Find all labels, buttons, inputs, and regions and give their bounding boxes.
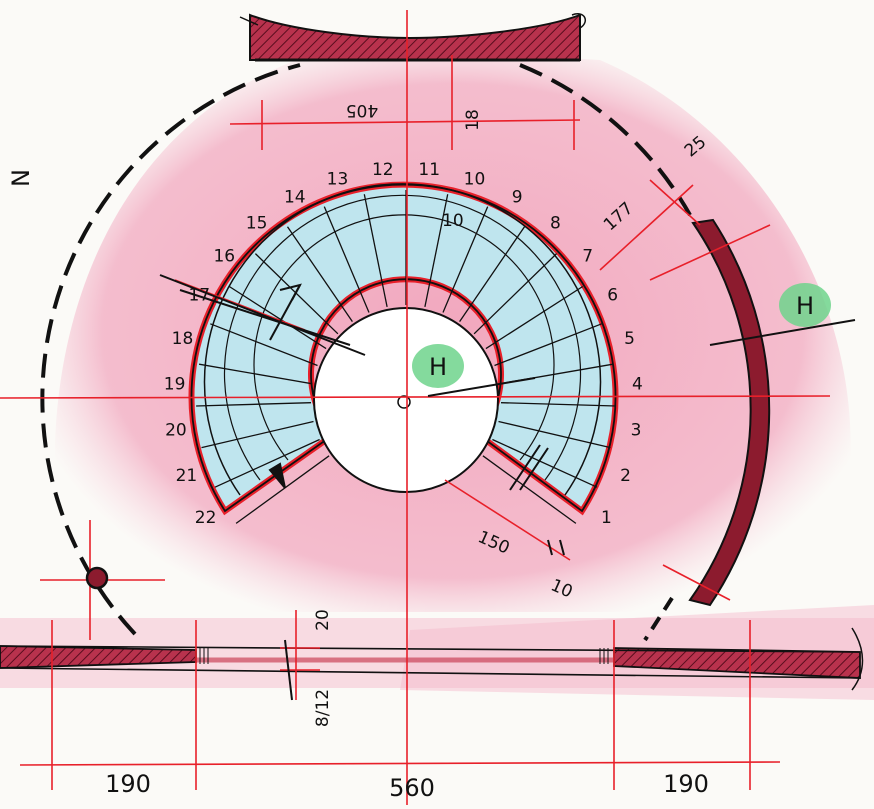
step-number: 20 — [165, 421, 187, 441]
stair-tread-line — [482, 455, 577, 524]
stair-tread-line — [254, 253, 339, 335]
step-number: 3 — [631, 421, 642, 441]
leader-lines — [159, 274, 856, 701]
dimension-labels: 405 18 177 25 150 10 20 8/12 190 560 190… — [7, 100, 710, 802]
step-number-inner-top: 10 — [442, 211, 464, 231]
step-number: 5 — [624, 329, 635, 349]
stair-tread-line — [228, 285, 327, 350]
dim-slab-step: 8/12 — [313, 689, 333, 727]
step-number: 21 — [176, 466, 198, 486]
construction-lines — [0, 10, 831, 805]
curved-wall-right — [688, 218, 771, 607]
step-number: 6 — [607, 286, 618, 306]
stair-tread-line — [442, 206, 489, 313]
step-number: 13 — [327, 169, 349, 189]
stair-tread-line — [459, 226, 526, 322]
step-number: 12 — [372, 160, 394, 180]
step-number: 16 — [213, 247, 235, 267]
dim-bottom-left: 190 — [105, 770, 151, 798]
stair-tread-line — [473, 253, 558, 335]
bottom-slab — [0, 627, 864, 691]
stair-tread-line — [201, 420, 314, 449]
top-wall — [239, 13, 587, 62]
step-number: 1 — [601, 508, 612, 528]
stair-tread-line — [196, 402, 312, 407]
stair-tread-line — [198, 363, 313, 385]
pivot-marker — [85, 566, 109, 590]
dim-top-opening: 405 — [346, 100, 378, 120]
stair-tread-line — [500, 402, 616, 407]
dashed-swing-arc — [40, 63, 692, 642]
stair-tread-line — [323, 206, 370, 313]
dim-slab-thickness: 20 — [313, 609, 333, 631]
step-number: 22 — [195, 508, 217, 528]
step-number: 15 — [246, 214, 268, 234]
step-number: 11 — [418, 160, 440, 180]
step-number: 7 — [582, 247, 593, 267]
svg-text:H: H — [796, 292, 814, 320]
dim-bottom-right: 190 — [663, 770, 709, 798]
tag-center: H — [412, 344, 464, 388]
svg-text:H: H — [429, 353, 447, 381]
stair-treads — [196, 190, 616, 524]
step-number: 9 — [512, 187, 523, 207]
step-number: 14 — [284, 187, 306, 207]
stair-tread-line — [498, 420, 611, 449]
step-number: 4 — [632, 374, 643, 394]
step-number: 8 — [550, 214, 561, 234]
dim-top-depth: 18 — [463, 109, 483, 131]
stair-tread-line — [485, 285, 584, 350]
tag-right: H — [779, 283, 831, 327]
step-number: 18 — [172, 329, 194, 349]
step-number: 2 — [620, 466, 631, 486]
stair-tread-line — [363, 194, 388, 308]
stair-tread-line — [424, 194, 449, 308]
dim-bottom-center: 560 — [389, 774, 435, 802]
stair-tread-line — [492, 438, 598, 488]
stair-tread-line — [494, 323, 602, 367]
stair-tread-line — [214, 438, 320, 488]
stair-tread-line — [235, 455, 330, 524]
step-number: 19 — [164, 374, 186, 394]
step-number: 17 — [188, 286, 210, 306]
step-number: 10 — [464, 169, 486, 189]
stair-tread-line — [210, 323, 318, 367]
north-mark: N — [7, 169, 35, 187]
stair-tread-line — [286, 226, 353, 322]
